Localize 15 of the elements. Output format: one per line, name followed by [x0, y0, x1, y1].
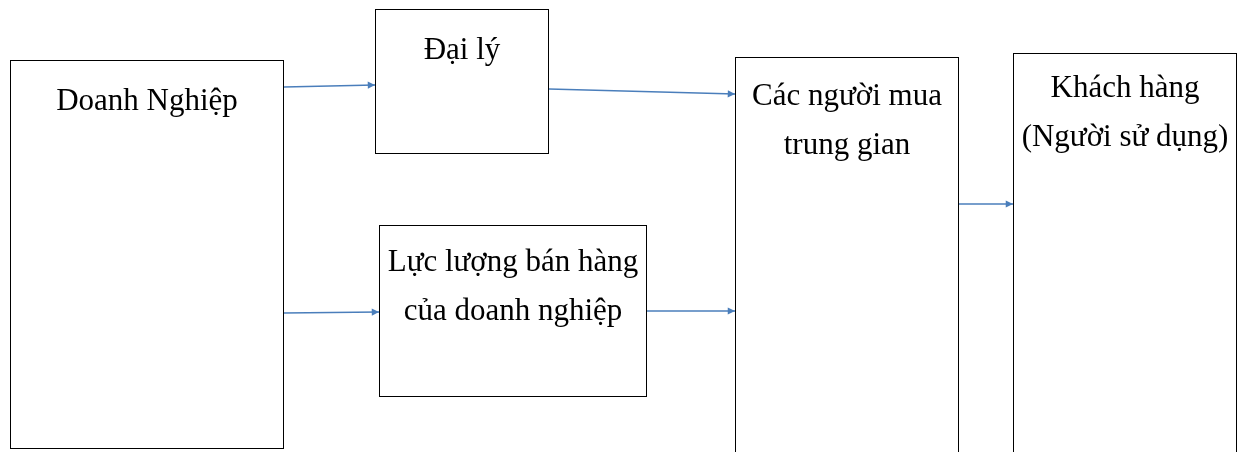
box-label: Doanh Nghiệp: [55, 81, 239, 119]
box-label: Các người mua trung gian: [751, 76, 943, 163]
process-box: [379, 225, 647, 397]
process-box: [10, 60, 284, 449]
arrow: [646, 307, 736, 315]
box-label: Lực lượng bán hàng của doanh nghiệp: [386, 242, 640, 329]
box-label: Khách hàng (Người sử dụng): [1020, 68, 1230, 155]
process-box: [375, 9, 549, 154]
process-box: [1013, 53, 1237, 452]
arrow: [548, 88, 736, 98]
arrow: [283, 81, 376, 89]
box-label: Đại lý: [422, 30, 502, 68]
arrow: [958, 200, 1014, 208]
arrow: [283, 308, 380, 316]
process-box: [735, 57, 959, 452]
